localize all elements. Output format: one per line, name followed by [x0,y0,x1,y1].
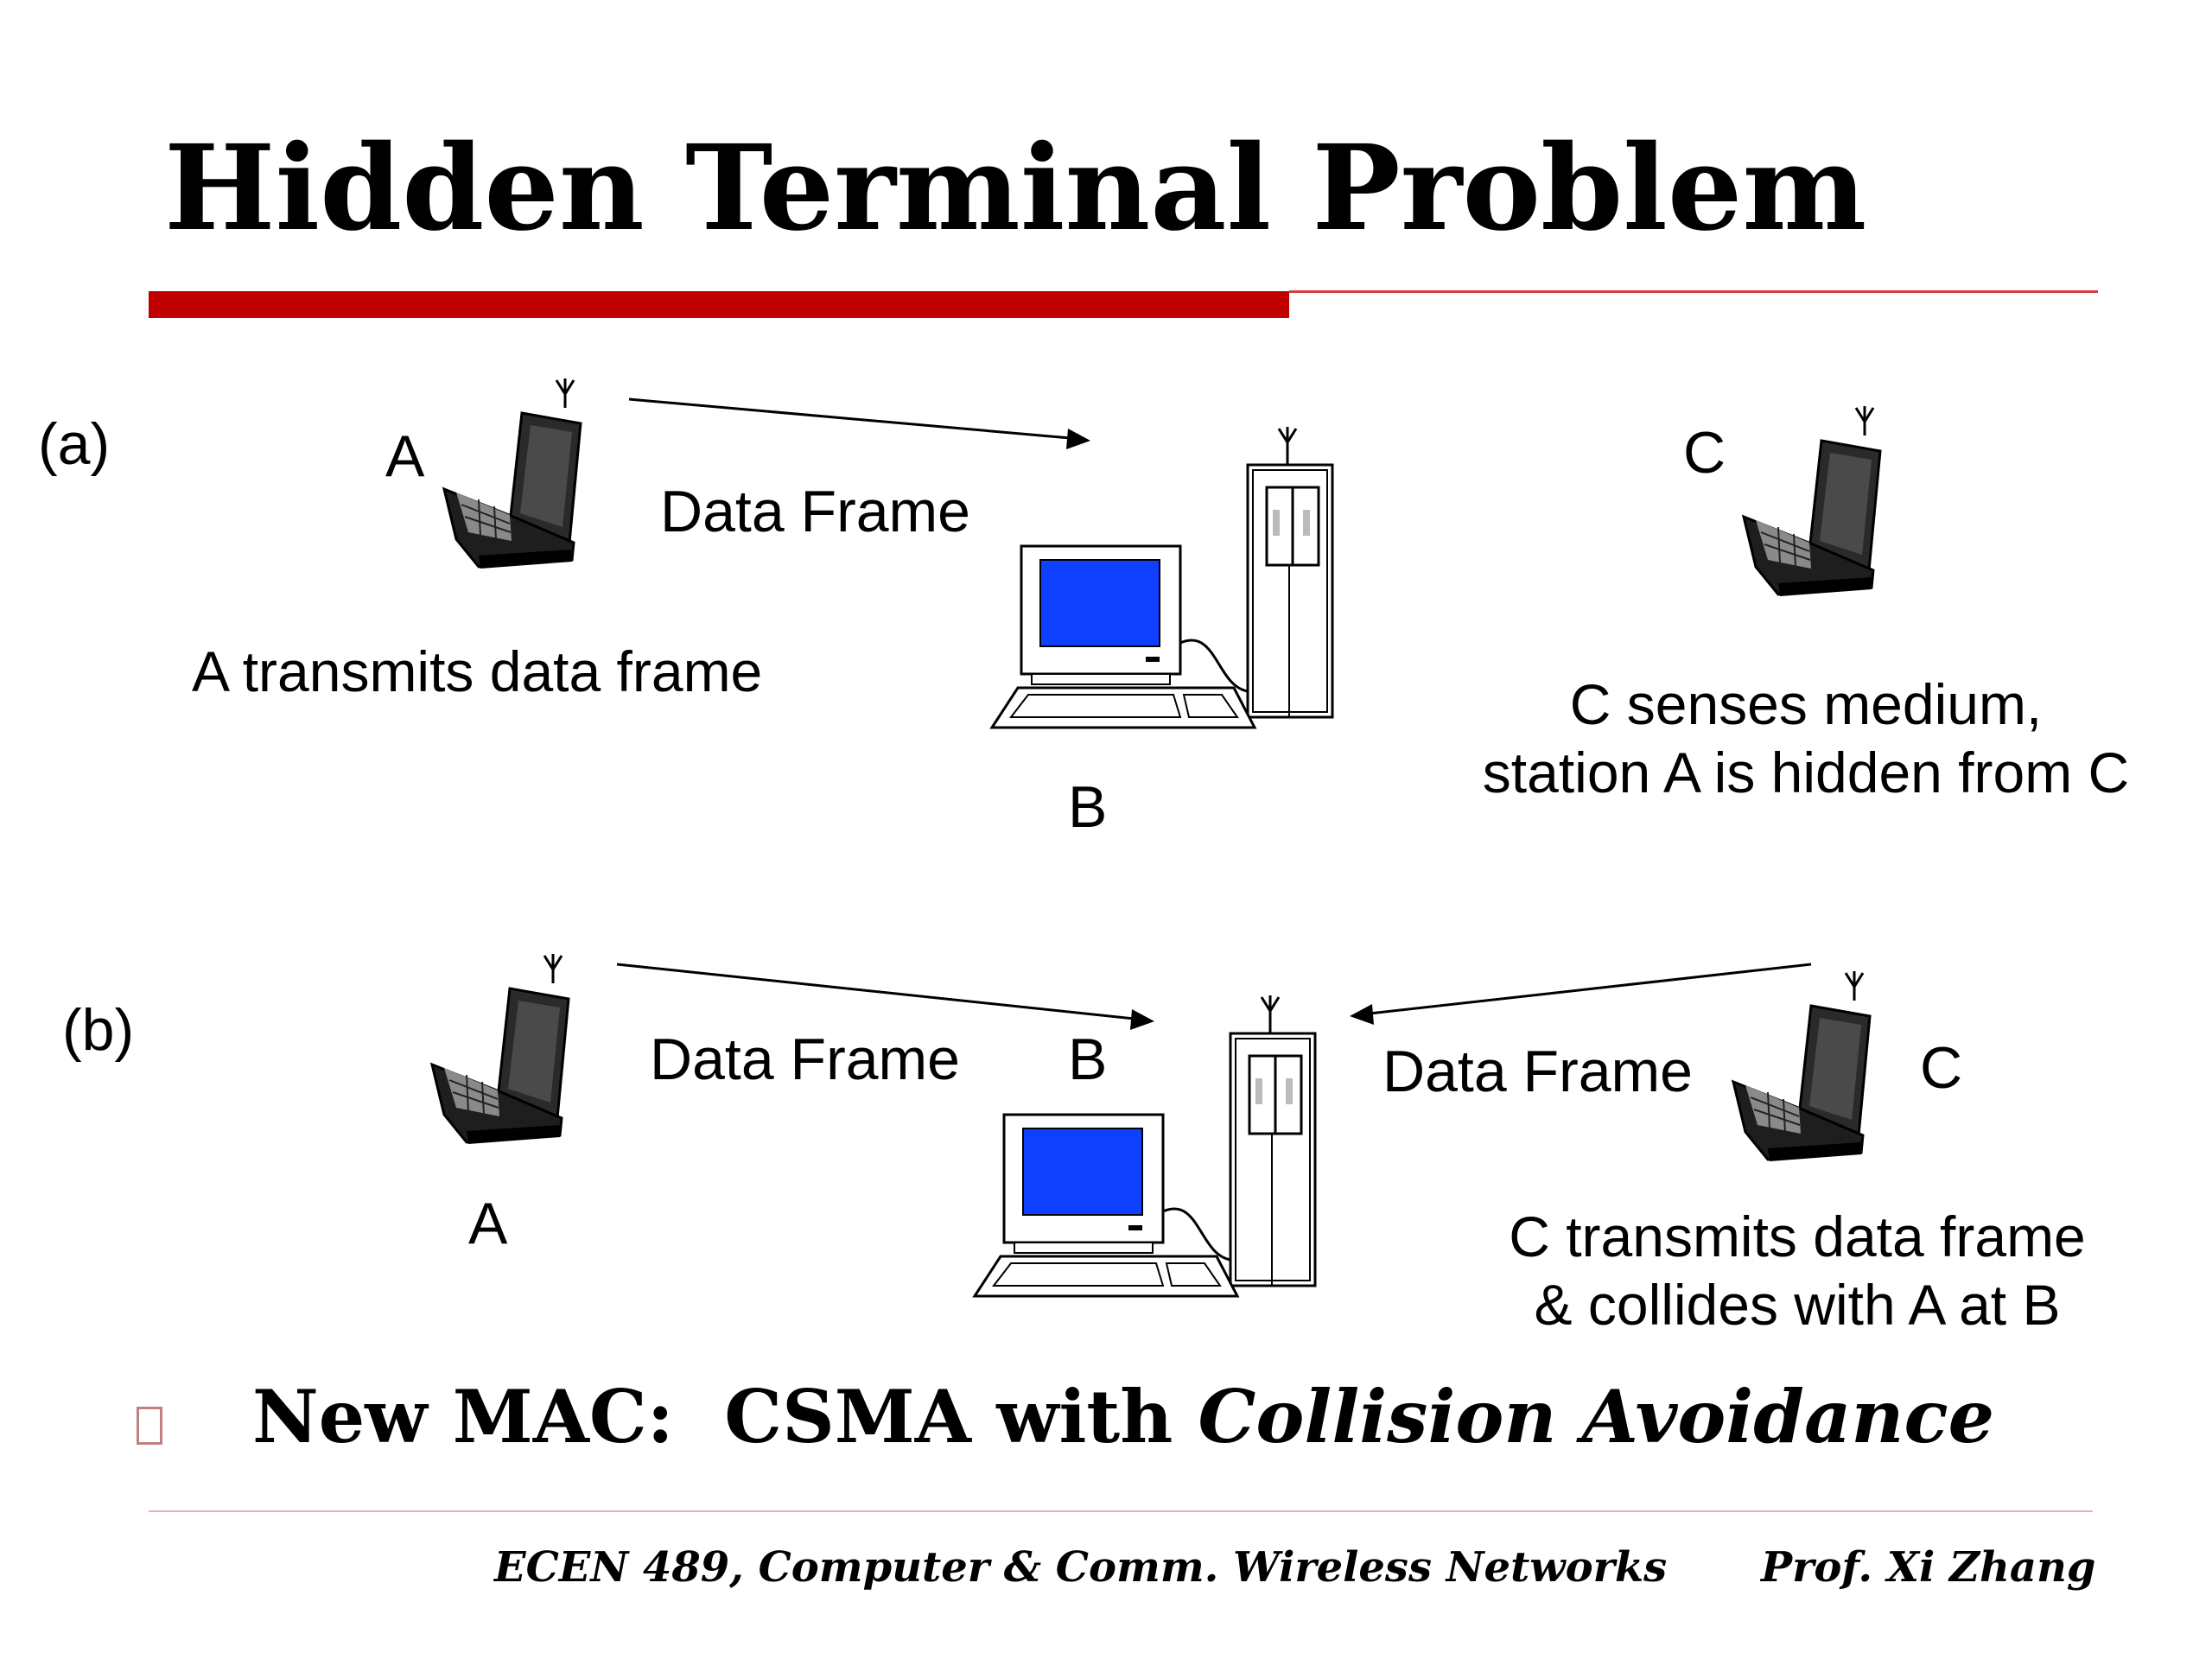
footer-rule [149,1510,2093,1512]
caption-c-collides: C transmits data frame & collides with A… [1417,1203,2177,1339]
footer-author: Prof. Xi Zhang [1761,1543,2096,1592]
node-b-label: B [1068,1027,1108,1092]
laptop-c-icon [1732,969,1872,1163]
slide-title: Hidden Terminal Problem [164,119,1867,257]
caption-a-transmits: A transmits data frame [192,639,763,703]
scenario-b-label: (b) [62,997,135,1063]
arrow-label-data-frame-right: Data Frame [1382,1039,1693,1104]
title-rule-thick [149,291,1289,318]
arrow-label-data-frame: Data Frame [660,479,970,544]
caption-c-collides-line2: & collides with A at B [1534,1273,2061,1338]
caption-c-collides-line1: C transmits data frame [1509,1205,2086,1268]
bullet-box-icon [137,1407,162,1445]
footer-course: ECEN 489, Computer & Comm. Wireless Netw… [494,1543,1668,1592]
bullet-text: New MAC: CSMA with Collision Avoidance [252,1381,1994,1453]
caption-c-senses: C senses medium, station A is hidden fro… [1434,671,2177,807]
node-a-label: A [385,423,425,489]
node-c-label: C [1920,1035,1963,1101]
node-b-label: B [1068,774,1108,840]
caption-c-senses-line2: station A is hidden from C [1482,741,2130,805]
bullet-text-plain: New MAC: CSMA with [252,1374,1198,1459]
scenario-a-label: (a) [38,411,111,477]
caption-c-senses-line1: C senses medium, [1569,672,2043,736]
arrow-label-data-frame-left: Data Frame [650,1027,960,1092]
title-rule-thin [1289,290,2098,293]
node-a-label: A [468,1191,508,1256]
node-c-label: C [1683,420,1726,486]
station-b-computer-icon [973,994,1317,1298]
bullet-text-italic: Collision Avoidance [1198,1374,1995,1459]
